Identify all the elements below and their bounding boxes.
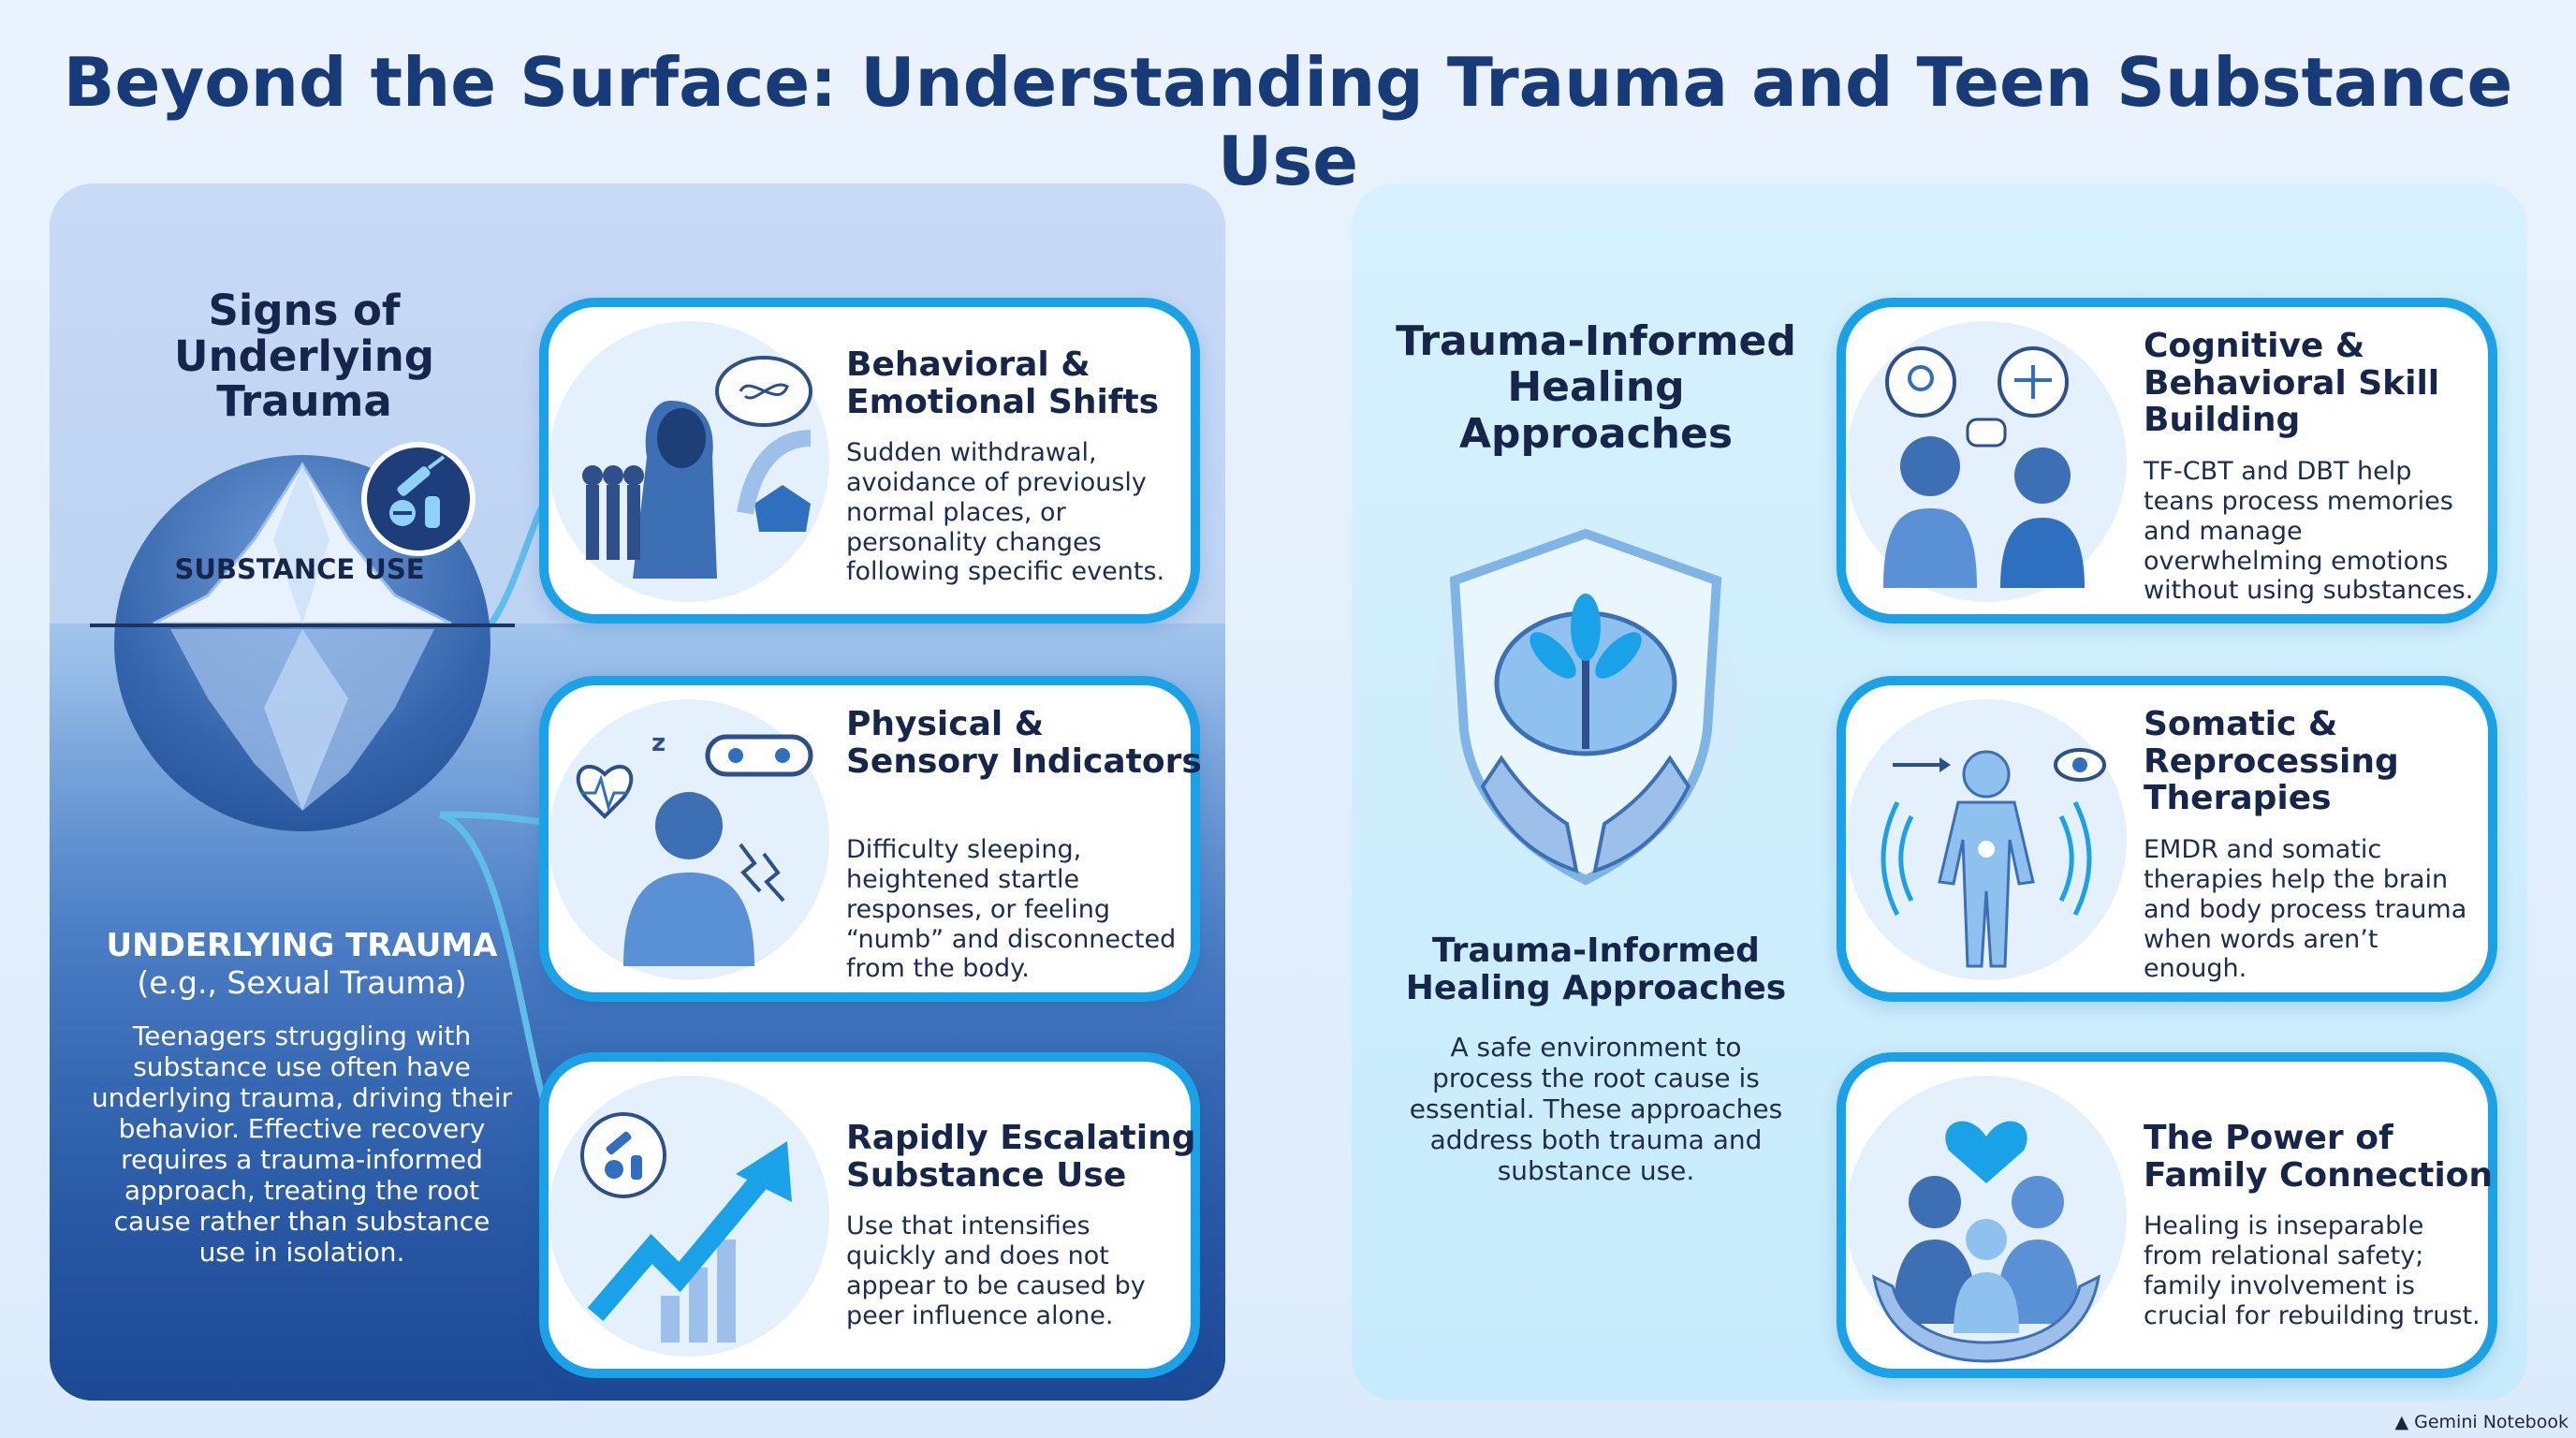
card-text: Difficulty sleeping, heightened startle … — [846, 835, 1177, 984]
card-text: TF-CBT and DBT help teans process memori… — [2144, 457, 2474, 606]
waterline — [90, 624, 515, 627]
card-text: EMDR and somatic therapies help the brai… — [2144, 835, 2467, 984]
signs-heading: Signs of Underlying Trauma — [174, 286, 434, 427]
card-cognitive-skills: Cognitive & Behavioral Skill Building TF… — [1837, 298, 2497, 624]
center-title: Trauma-Informed Healing Approaches — [1405, 932, 1787, 1008]
underlying-trauma-subtitle: (e.g., Sexual Trauma) — [137, 964, 467, 1001]
body-scan-icon — [1846, 699, 2127, 980]
card-text: Sudden withdrawal, avoidance of previous… — [846, 438, 1165, 587]
card-title: The Power of Family Connection — [2144, 1119, 2494, 1195]
card-physical-indicators: z Physical & Sensory Indicators Difficul… — [539, 676, 1202, 1002]
therapy-conversation-icon — [1846, 321, 2127, 602]
card-text: Healing is inseparable from relational s… — [2144, 1211, 2481, 1330]
gemini-logo-icon: ▲ — [2394, 1412, 2409, 1432]
card-behavioral-shifts: Behavioral & Emotional Shifts Sudden wit… — [539, 298, 1200, 624]
hooded-teen-icon — [549, 321, 829, 602]
rising-arrow-icon — [549, 1076, 829, 1357]
watermark: ▲ Gemini Notebook — [2394, 1412, 2569, 1432]
syringe-pill-icon — [389, 455, 446, 528]
page-title: Beyond the Surface: Understanding Trauma… — [63, 43, 2513, 200]
iceberg-icon — [153, 462, 452, 811]
card-somatic-therapies: Somatic & Reprocessing Therapies EMDR an… — [1837, 676, 2497, 1002]
healing-heading: Trauma-Informed Healing Approaches — [1396, 317, 1796, 458]
underlying-trauma-title: UNDERLYING TRAUMA — [106, 927, 498, 964]
card-family-connection: The Power of Family Connection Healing i… — [1837, 1052, 2497, 1378]
iceberg-label: SUBSTANCE USE — [174, 553, 425, 585]
card-escalating-use: Rapidly Escalating Substance Use Use tha… — [539, 1052, 1200, 1378]
substance-badge — [361, 442, 476, 556]
card-text: Use that intensifies quickly and does no… — [846, 1211, 1146, 1330]
shield-brain-icon — [1431, 528, 1740, 886]
family-heart-icon — [1846, 1076, 2127, 1363]
card-title: Cognitive & Behavioral Skill Building — [2144, 327, 2440, 440]
card-title: Behavioral & Emotional Shifts — [846, 345, 1160, 421]
card-title: Physical & Sensory Indicators — [846, 705, 1202, 781]
distressed-person-icon: z — [549, 699, 829, 980]
watermark-text: Gemini Notebook — [2414, 1412, 2569, 1432]
center-text: A safe environment to process the root c… — [1409, 1032, 1783, 1187]
underlying-trauma-text: Teenagers struggling with substance use … — [91, 1020, 513, 1269]
svg-text:z: z — [651, 729, 666, 757]
card-title: Rapidly Escalating Substance Use — [846, 1119, 1196, 1195]
card-title: Somatic & Reprocessing Therapies — [2144, 705, 2399, 818]
